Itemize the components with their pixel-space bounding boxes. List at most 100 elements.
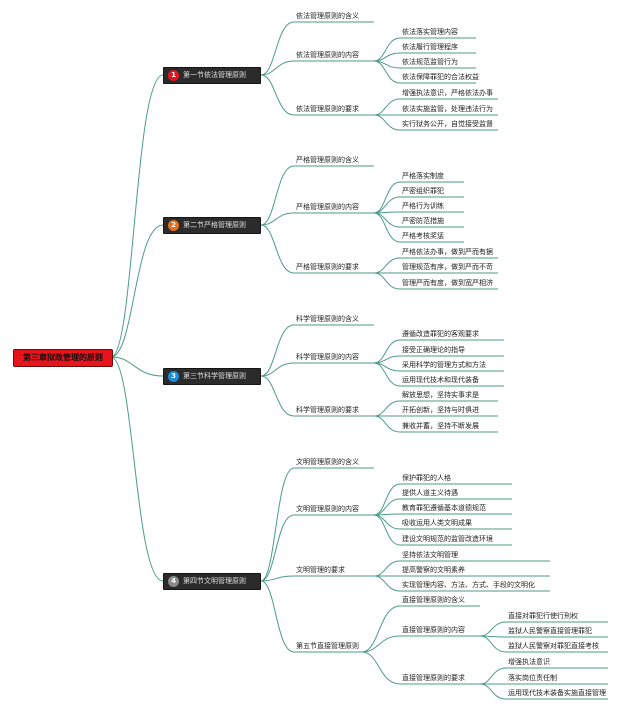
leaf-node[interactable]: 增强执法意识，严格依法办事 <box>402 89 493 97</box>
number-badge: 3 <box>168 371 179 382</box>
connector-section-to-branch <box>260 514 295 582</box>
connector-section-to-branch <box>260 60 295 76</box>
leaf-node[interactable]: 兼收并蓄，坚持不断发展 <box>402 422 479 430</box>
connector-sub-to-leaf <box>479 683 507 700</box>
branch-node[interactable]: 严格管理原则的含义 <box>296 156 359 164</box>
connector-branch-to-leaf <box>373 37 401 62</box>
leaf-node[interactable]: 依法规范监管行为 <box>402 58 458 66</box>
leaf-node[interactable]: 开拓创新，坚持与时俱进 <box>402 406 479 414</box>
branch-node[interactable]: 依法管理原则的含义 <box>296 12 359 20</box>
leaf-node[interactable]: 管理规范有序，做到严而不苛 <box>402 263 493 271</box>
leaf-node[interactable]: 监狱人民警察对罪犯直接考核 <box>508 642 599 650</box>
connector-section-to-branch <box>260 575 295 582</box>
leaf-node[interactable]: 管理严而有度，做到宽严相济 <box>402 279 493 287</box>
leaf-node[interactable]: 严格落实制度 <box>402 172 444 180</box>
branch-node[interactable]: 文明管理的要求 <box>296 566 345 574</box>
connector-branch-to-leaf <box>373 514 401 546</box>
sub-branch-node[interactable]: 直接管理原则的含义 <box>402 596 465 604</box>
connector-branch-to-leaf <box>373 98 401 116</box>
branch-node[interactable]: 第五节直接管理原则 <box>296 642 359 650</box>
connector-branch-to-leaf <box>373 196 401 214</box>
branch-node[interactable]: 科学管理原则的要求 <box>296 406 359 414</box>
leaf-node[interactable]: 依法保障罪犯的合法权益 <box>402 73 479 81</box>
section-label: 第四节文明管理原则 <box>183 577 246 585</box>
connector-sub-to-leaf <box>479 667 507 685</box>
section-topic-1[interactable]: 1 第一节依法管理原则 <box>163 67 261 84</box>
section-topic-4[interactable]: 4 第四节文明管理原则 <box>163 573 261 590</box>
connector-section-to-branch <box>260 21 295 76</box>
sub-branch-node[interactable]: 直接管理原则的要求 <box>402 674 465 682</box>
branch-node[interactable]: 依法管理原则的内容 <box>296 51 359 59</box>
connector-section-to-branch <box>260 224 295 274</box>
leaf-node[interactable]: 吸收运用人类文明成果 <box>402 519 472 527</box>
connector-branch-to-sub <box>361 635 401 653</box>
branch-node[interactable]: 文明管理原则的含义 <box>296 458 359 466</box>
number-badge: 2 <box>168 220 179 231</box>
sub-branch-node[interactable]: 直接管理原则的内容 <box>402 626 465 634</box>
connector-section-to-branch <box>260 324 295 377</box>
root-topic[interactable]: 第三章狱政管理的原则 <box>13 349 113 367</box>
leaf-node[interactable]: 提高警察的文明素养 <box>402 566 465 574</box>
connector-branch-to-leaf <box>373 181 401 214</box>
connector-sub-to-leaf <box>479 635 507 653</box>
connector-branch-to-leaf <box>373 483 401 516</box>
section-label: 第二节严格管理原则 <box>183 221 246 229</box>
leaf-node[interactable]: 运用现代技术和现代装备 <box>402 376 479 384</box>
connector-branch-to-leaf <box>373 575 401 592</box>
leaf-node[interactable]: 建设文明规范的监管改造环境 <box>402 535 493 543</box>
section-topic-2[interactable]: 2 第二节严格管理原则 <box>163 217 261 234</box>
leaf-node[interactable]: 解放思想，坚持实事求是 <box>402 391 479 399</box>
leaf-node[interactable]: 直接对罪犯行使行刑权 <box>508 612 578 620</box>
leaf-node[interactable]: 教育罪犯遵循基本道德规范 <box>402 504 486 512</box>
connector-sub-to-leaf <box>479 621 507 637</box>
number-badge: 1 <box>168 70 179 81</box>
connector-branch-to-leaf <box>373 212 401 228</box>
branch-node[interactable]: 严格管理原则的内容 <box>296 203 359 211</box>
leaf-node[interactable]: 实现管理内容、方法、方式、手段的文明化 <box>402 581 535 589</box>
leaf-node[interactable]: 实行狱务公开，自觉接受监督 <box>402 120 493 128</box>
leaf-node[interactable]: 严格考核奖惩 <box>402 232 444 240</box>
leaf-node[interactable]: 采用科学的管理方式和方法 <box>402 361 486 369</box>
connector-branch-to-leaf <box>373 257 401 274</box>
connector-branch-to-leaf <box>373 114 401 131</box>
branch-node[interactable]: 依法管理原则的要求 <box>296 105 359 113</box>
leaf-node[interactable]: 运用现代技术装备实施直接管理 <box>508 689 606 697</box>
connector-branch-to-leaf <box>373 212 401 243</box>
leaf-node[interactable]: 严格行为训练 <box>402 202 444 210</box>
leaf-node[interactable]: 监狱人民警察直接管理罪犯 <box>508 627 592 635</box>
leaf-node[interactable]: 严密防范措施 <box>402 217 444 225</box>
connector-section-to-branch <box>260 467 295 582</box>
leaf-node[interactable]: 依法实施监管，处理违法行为 <box>402 105 493 113</box>
connector-branch-to-leaf <box>373 415 401 433</box>
leaf-node[interactable]: 落实岗位责任制 <box>508 674 557 682</box>
connector-branch-to-leaf <box>373 362 401 387</box>
number-badge: 4 <box>168 576 179 587</box>
connector-branch-to-leaf <box>373 60 401 84</box>
branch-node[interactable]: 严格管理原则的要求 <box>296 263 359 271</box>
leaf-node[interactable]: 依法履行管理程序 <box>402 43 458 51</box>
branch-node[interactable]: 文明管理原则的内容 <box>296 505 359 513</box>
connector-section-to-branch <box>260 212 295 226</box>
connector-branch-to-leaf <box>373 272 401 290</box>
branch-node[interactable]: 科学管理原则的含义 <box>296 315 359 323</box>
connector-root-to-section <box>110 356 164 377</box>
connector-section-to-branch <box>260 362 295 377</box>
leaf-node[interactable]: 接受正确理论的指导 <box>402 346 465 354</box>
connector-section-to-branch <box>260 375 295 417</box>
connector-branch-to-leaf <box>373 400 401 417</box>
leaf-node[interactable]: 遵循改造罪犯的客观要求 <box>402 330 479 338</box>
leaf-node[interactable]: 提供人道主义待遇 <box>402 489 458 497</box>
section-label: 第一节依法管理原则 <box>183 71 246 79</box>
leaf-node[interactable]: 保护罪犯的人格 <box>402 474 451 482</box>
leaf-node[interactable]: 坚持依法文明管理 <box>402 551 458 559</box>
branch-node[interactable]: 科学管理原则的内容 <box>296 353 359 361</box>
leaf-node[interactable]: 严密组织罪犯 <box>402 187 444 195</box>
leaf-node[interactable]: 严格依法办事，做到严而有据 <box>402 248 493 256</box>
connector-section-to-branch <box>260 165 295 226</box>
connector-root-to-section <box>110 224 164 358</box>
leaf-node[interactable]: 增强执法意识 <box>508 658 550 666</box>
connector-branch-to-sub <box>361 605 401 653</box>
connector-branch-to-leaf <box>373 560 401 577</box>
leaf-node[interactable]: 依法落实管理内容 <box>402 28 458 36</box>
